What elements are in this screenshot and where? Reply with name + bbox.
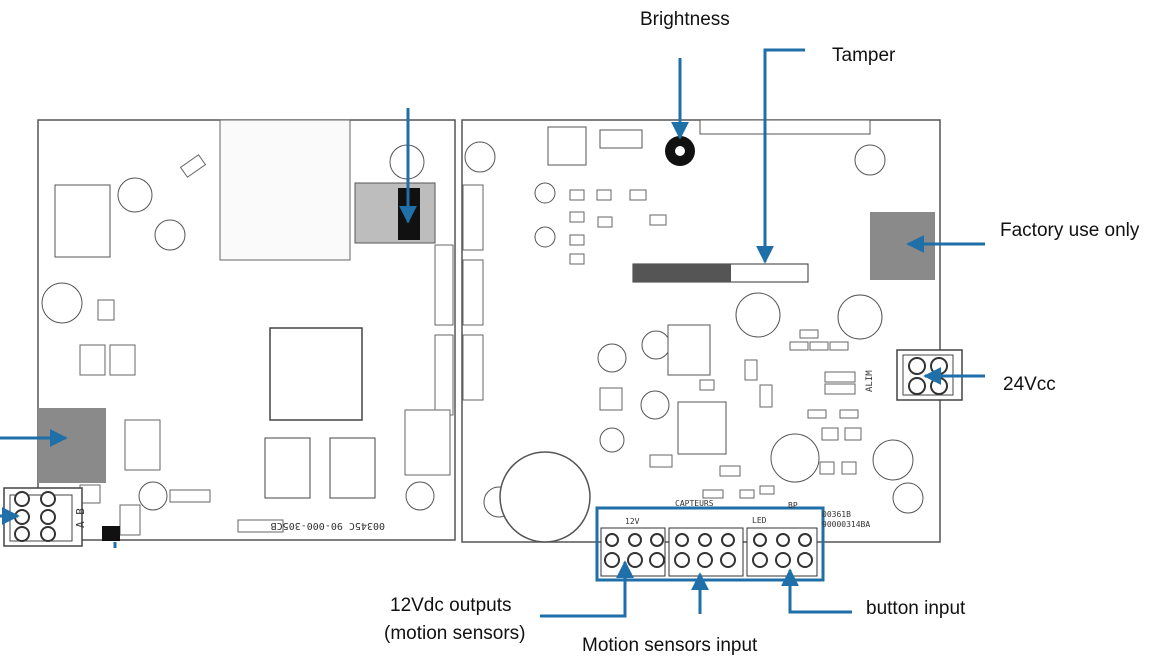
right-part-number-1: 00361B [822, 510, 851, 519]
brightness-label: Brightness [640, 9, 730, 30]
outputs-label-line2: (motion sensors) [384, 623, 526, 644]
factory-use-label: Factory use only [1000, 220, 1140, 241]
24vcc-label: 24Vcc [1003, 374, 1056, 395]
bp-marking: BP [788, 501, 798, 510]
outputs-arrow [540, 560, 634, 618]
motion-input-label: Motion sensors input [582, 635, 758, 656]
tamper-arrow [756, 48, 805, 264]
right-part-number-2: 90000314BA [822, 520, 870, 529]
button-input-label: button input [866, 598, 966, 619]
12v-marking: 12V [625, 517, 640, 526]
alim-marking: ALIM [865, 370, 875, 392]
left-board: A B 00345C 90-000-305CB [3, 119, 456, 547]
terminal-ab-marking: A B [74, 508, 87, 528]
led-marking: LED [752, 516, 767, 525]
left-part-number: 00345C 90-000-305CB [271, 520, 385, 531]
capteurs-marking: CAPTEURS [675, 499, 714, 508]
outputs-label-line1: 12Vdc outputs [390, 595, 512, 616]
button-input-arrow [781, 568, 852, 614]
tamper-label: Tamper [832, 45, 896, 66]
right-board: ALIM 12V CAPTEURS LED BP 00361B 90000314… [461, 119, 963, 582]
callout-arrows [0, 48, 985, 618]
